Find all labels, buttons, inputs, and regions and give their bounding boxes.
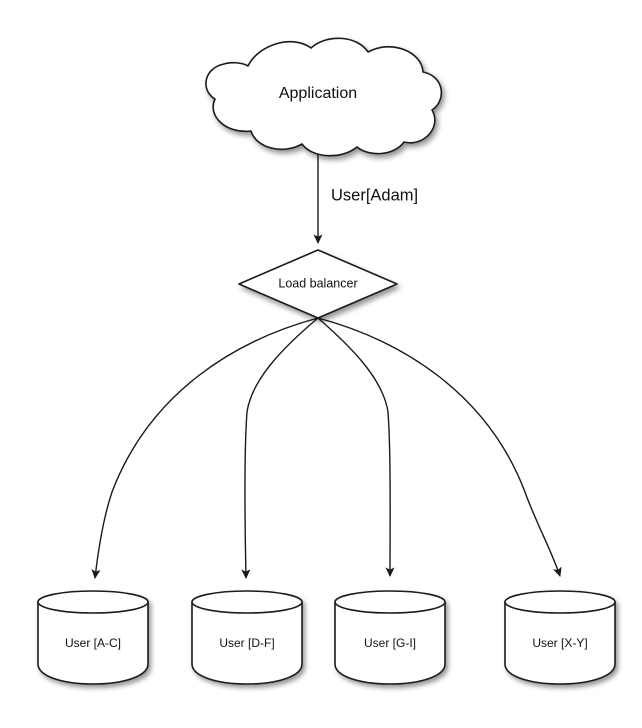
edge-lb-to-df-line (241, 317, 319, 580)
diamond-label: Load balancer (278, 276, 357, 290)
edge-lb-to-ac-line (91, 317, 319, 580)
cylinder-body-ac (37, 601, 149, 685)
cylinder-body-df (191, 601, 303, 685)
edge-lb-to-gi (317, 317, 395, 578)
node-application[interactable]: Application (205, 37, 443, 157)
edge-lb-to-df (241, 317, 319, 580)
cylinder-label-gi: User [G-I] (364, 636, 416, 650)
cylinder-top-gi (334, 590, 446, 614)
cylinder-label-ac: User [A-C] (65, 636, 121, 650)
edge-lb-to-ac (91, 317, 319, 580)
cylinder-body-gi (334, 601, 446, 685)
node-db-df[interactable]: User [D-F] (191, 590, 303, 685)
node-db-xy[interactable]: User [X-Y] (504, 590, 616, 685)
edge-lb-to-gi-line (317, 317, 395, 578)
node-db-ac[interactable]: User [A-C] (37, 590, 149, 685)
cylinder-top-df (191, 590, 303, 614)
edge-lb-to-xy (317, 317, 562, 577)
cloud-shape (205, 37, 443, 157)
cylinder-label-xy: User [X-Y] (532, 636, 587, 650)
cylinder-label-df: User [D-F] (219, 636, 274, 650)
edge-app-to-lb-label: User[Adam] (331, 186, 418, 204)
cylinder-top-ac (37, 590, 149, 614)
edge-lb-to-xy-line (317, 317, 562, 577)
node-load-balancer[interactable]: Load balancer (238, 249, 398, 319)
edge-app-to-lb: User[Adam] (313, 152, 418, 245)
cloud-label: Application (279, 85, 357, 102)
cylinder-body-xy (504, 601, 616, 685)
cylinder-top-xy (504, 590, 616, 614)
node-db-gi[interactable]: User [G-I] (334, 590, 446, 685)
diamond-shape (238, 249, 398, 319)
